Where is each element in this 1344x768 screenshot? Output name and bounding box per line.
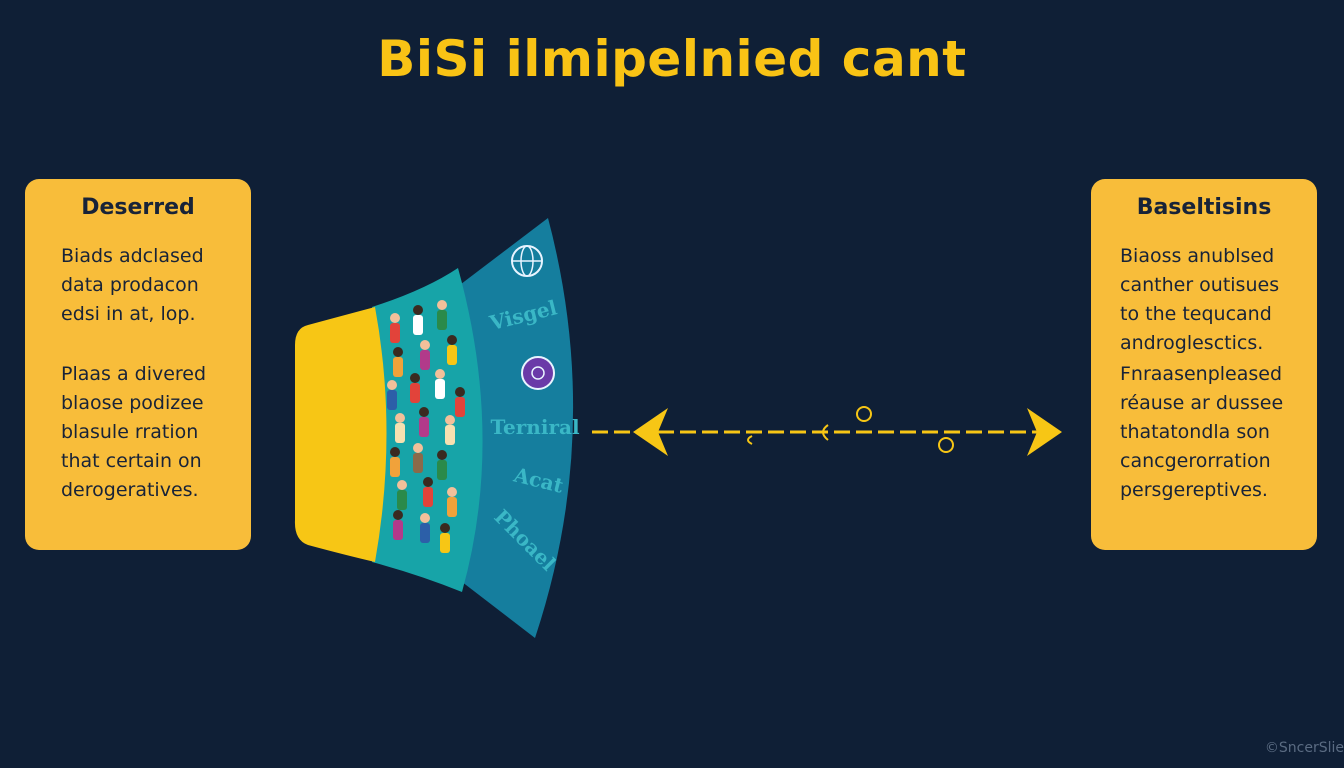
text-line: androglesctics.	[1120, 332, 1264, 354]
right-card-paragraph-2: Fnraasenpleased réause ar dussee thatato…	[1120, 360, 1307, 505]
text-line: Plaas a divered	[61, 363, 207, 385]
text-line: blaose podizee	[61, 392, 204, 414]
globe-icon	[511, 245, 543, 277]
text-line: thatatondla son	[1120, 421, 1270, 443]
left-card-heading: Deserred	[81, 195, 195, 220]
left-card-paragraph-1: Biads adclased data prodacon edsi in at,…	[61, 242, 241, 329]
text-line: Biaoss anublsed	[1120, 245, 1275, 267]
text-line: derogeratives.	[61, 479, 199, 501]
network-icon	[521, 356, 555, 390]
right-card-paragraph-1: Biaoss anublsed canther outisues to the …	[1120, 242, 1307, 358]
text-line: blasule rration	[61, 421, 199, 443]
text-line: that certain on	[61, 450, 202, 472]
funnel-mouth	[294, 307, 387, 562]
watermark: ©SncerSlie	[1264, 740, 1344, 756]
text-line: persgereptives.	[1120, 479, 1268, 501]
arrowhead-left	[633, 408, 668, 456]
text-line: edsi in at, lop.	[61, 303, 196, 325]
left-card-paragraph-2: Plaas a divered blaose podizee blasule r…	[61, 360, 241, 505]
people-crowd	[387, 300, 465, 553]
right-info-card: Baseltisins Biaoss anublsed canther outi…	[1091, 179, 1317, 550]
left-info-card: Deserred Biads adclased data prodacon ed…	[25, 179, 251, 550]
text-line: Biads adclased	[61, 245, 204, 267]
text-line: cancgerorration	[1120, 450, 1271, 472]
right-card-heading: Baseltisins	[1136, 195, 1272, 220]
band-label-terniral: Terniral	[490, 415, 579, 439]
text-line: réause ar dussee	[1120, 392, 1284, 414]
text-line: to the tequcand	[1120, 303, 1272, 325]
arrowhead-right	[1027, 408, 1062, 456]
double-arrow	[592, 406, 1062, 456]
page-title: BiSi ilmipelnied cant	[377, 30, 967, 88]
text-line: canther outisues	[1120, 274, 1280, 296]
text-line: data prodacon	[61, 274, 199, 296]
text-line: Fnraasenpleased	[1120, 363, 1283, 385]
